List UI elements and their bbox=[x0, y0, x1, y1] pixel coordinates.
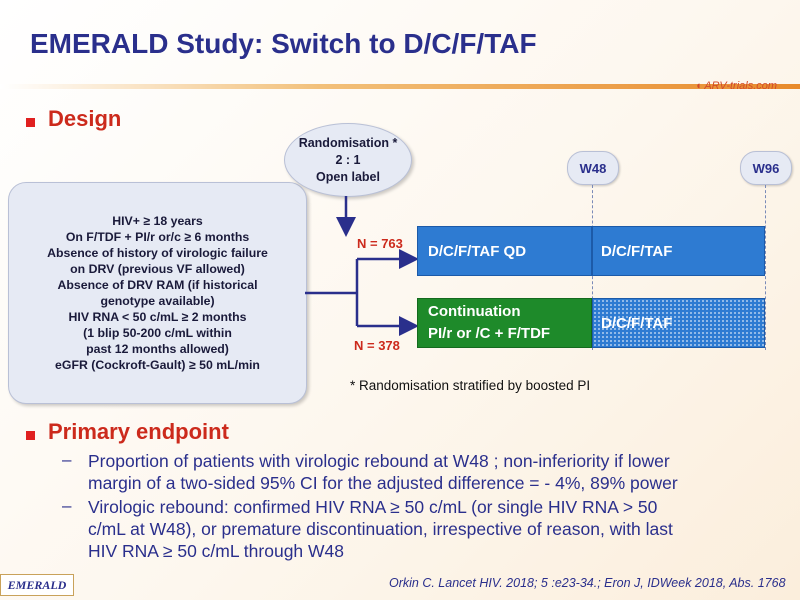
week-96-marker: W96 bbox=[740, 151, 792, 185]
bottom-arm-phase1: Continuation PI/r or /C + F/TDF bbox=[417, 298, 592, 348]
top-arm-phase2: D/C/F/TAF bbox=[592, 226, 765, 276]
endpoint-line: HIV RNA ≥ 50 c/mL through W48 bbox=[88, 541, 345, 561]
primary-endpoint-heading: Primary endpoint bbox=[48, 419, 229, 444]
randomisation-ratio: 2 : 1 bbox=[335, 152, 361, 167]
endpoint-item-1: Proportion of patients with virologic re… bbox=[88, 450, 788, 494]
dash-icon: – bbox=[62, 450, 72, 469]
randomisation-line: Open label bbox=[316, 169, 380, 184]
top-arm-n: N = 763 bbox=[357, 236, 403, 251]
endpoint-line: c/mL at W48), or premature discontinuati… bbox=[88, 519, 673, 539]
bullet-icon bbox=[26, 118, 35, 127]
criteria-line: eGFR (Cockroft-Gault) ≥ 50 mL/min bbox=[55, 358, 260, 372]
criteria-line: past 12 months allowed) bbox=[86, 342, 229, 356]
arv-trials-logo: ◖ ARV-trials.com bbox=[695, 80, 778, 92]
emerald-badge: EMERALD bbox=[0, 574, 74, 596]
endpoint-line: Virologic rebound: confirmed HIV RNA ≥ 5… bbox=[88, 497, 658, 517]
top-arm-phase1: D/C/F/TAF QD bbox=[417, 226, 592, 276]
randomisation-line: Randomisation * bbox=[298, 135, 398, 150]
w96-dashed-line bbox=[765, 185, 766, 350]
week-48-marker: W48 bbox=[567, 151, 619, 185]
slide-title: EMERALD Study: Switch to D/C/F/TAF bbox=[30, 28, 537, 59]
criteria-line: (1 blip 50-200 c/mL within bbox=[83, 326, 232, 340]
criteria-line: On F/TDF + PI/r or/c ≥ 6 months bbox=[65, 230, 250, 244]
criteria-line: HIV RNA < 50 c/mL ≥ 2 months bbox=[68, 310, 247, 324]
criteria-line: on DRV (previous VF allowed) bbox=[70, 262, 245, 276]
criteria-line: Absence of history of virologic failure bbox=[47, 246, 268, 260]
bottom-arm-line1: Continuation bbox=[428, 303, 521, 320]
design-heading: Design bbox=[48, 106, 122, 131]
endpoint-item-2: Virologic rebound: confirmed HIV RNA ≥ 5… bbox=[88, 496, 788, 562]
bullet-icon bbox=[26, 431, 35, 440]
logo-text: ARV-trials.com bbox=[704, 80, 778, 92]
bottom-arm-line2: PI/r or /C + F/TDF bbox=[428, 325, 551, 342]
dash-icon: – bbox=[62, 496, 72, 515]
endpoint-line: Proportion of patients with virologic re… bbox=[88, 451, 670, 471]
bottom-arm-n: N = 378 bbox=[354, 338, 400, 353]
criteria-line: HIV+ ≥ 18 years bbox=[112, 214, 203, 228]
randomisation-ellipse: Randomisation * 2 : 1 Open label bbox=[284, 123, 412, 197]
criteria-line: genotype available) bbox=[100, 294, 215, 308]
randomisation-footnote: * Randomisation stratified by boosted PI bbox=[350, 378, 591, 393]
title-underline bbox=[0, 84, 800, 89]
endpoint-line: margin of a two-sided 95% CI for the adj… bbox=[88, 473, 678, 493]
inclusion-criteria-box: HIV+ ≥ 18 years On F/TDF + PI/r or/c ≥ 6… bbox=[8, 182, 307, 404]
citation: Orkin C. Lancet HIV. 2018; 5 :e23-34.; E… bbox=[389, 576, 786, 590]
criteria-line: Absence of DRV RAM (if historical bbox=[57, 278, 258, 292]
bottom-arm-phase2: D/C/F/TAF bbox=[592, 298, 765, 348]
